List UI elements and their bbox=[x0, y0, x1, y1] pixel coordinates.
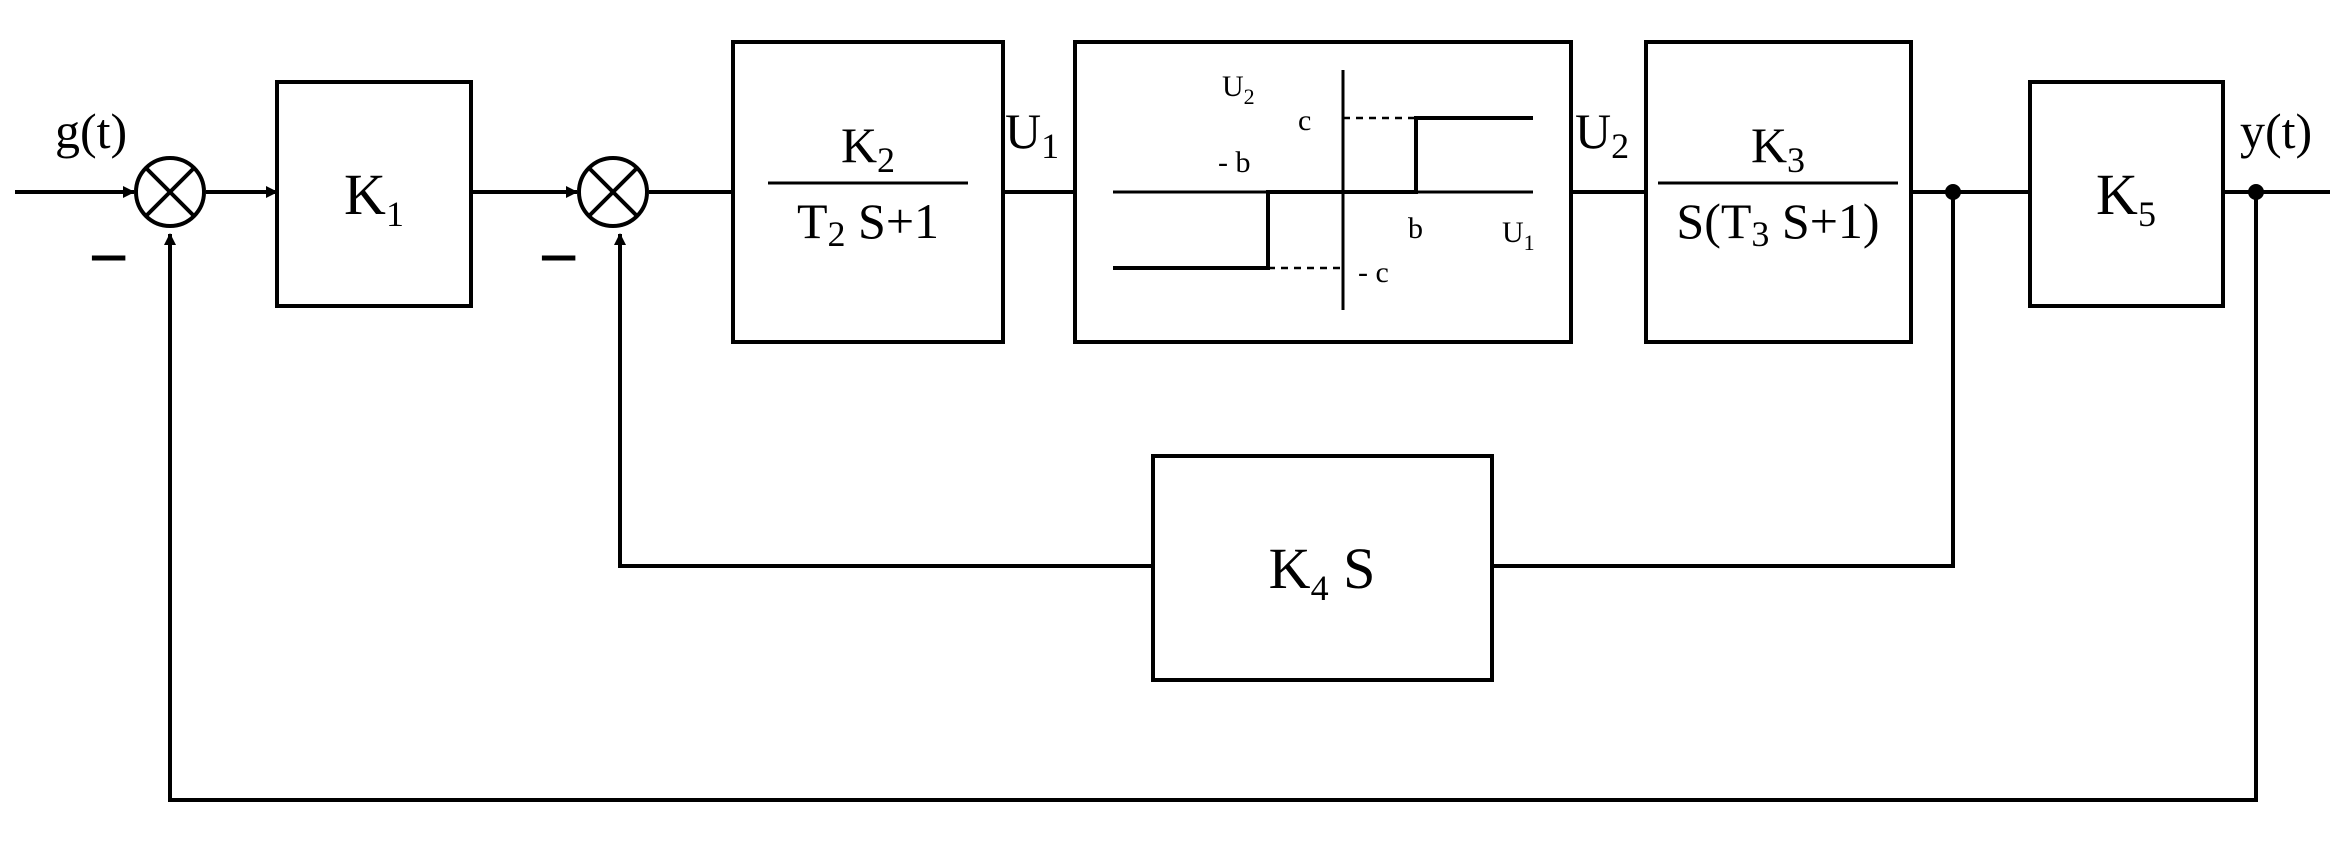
relay-b-label: b bbox=[1408, 212, 1423, 245]
relay-characteristic: U2 U1 c - c b - b bbox=[1113, 70, 1535, 310]
relay-x-axis-label: U1 bbox=[1502, 216, 1535, 255]
block-g2 bbox=[731, 40, 1005, 344]
minus-sign-outer: − bbox=[88, 218, 129, 298]
output-label: y(t) bbox=[2240, 103, 2312, 159]
minus-sign-inner: − bbox=[538, 218, 579, 298]
junction-output bbox=[2248, 184, 2264, 200]
inner-feedback-wire-right bbox=[1492, 192, 1955, 568]
relay-y-axis-label: U2 bbox=[1222, 70, 1255, 109]
block-g2-denominator: T2 S+1 bbox=[797, 193, 939, 254]
block-g2-numerator: K2 bbox=[841, 117, 895, 180]
block-k4s-label: K4 S bbox=[1269, 536, 1376, 608]
block-g3-denominator: S(T3 S+1) bbox=[1676, 193, 1879, 254]
outer-feedback-wire bbox=[164, 192, 2258, 802]
block-k5-label: K5 bbox=[2096, 162, 2156, 234]
relay-neg-c-label: - c bbox=[1358, 256, 1389, 289]
junction-inner bbox=[1945, 184, 1961, 200]
inner-feedback-wire-left bbox=[614, 233, 1153, 568]
relay-neg-b-label: - b bbox=[1218, 146, 1251, 179]
block-g3 bbox=[1644, 40, 1913, 344]
block-k1-label: K1 bbox=[344, 162, 404, 234]
block-k1 bbox=[275, 80, 473, 308]
u1-signal-label: U1 bbox=[1005, 103, 1059, 166]
relay-c-label: c bbox=[1298, 104, 1311, 137]
summing-junction-outer bbox=[134, 156, 206, 228]
block-k5 bbox=[2028, 80, 2225, 308]
u2-signal-label: U2 bbox=[1575, 103, 1629, 166]
block-k4s bbox=[1151, 454, 1494, 682]
summing-junction-inner bbox=[577, 156, 649, 228]
relay-curve bbox=[1113, 116, 1533, 270]
input-label: g(t) bbox=[55, 103, 127, 159]
block-g3-numerator: K3 bbox=[1751, 117, 1805, 180]
